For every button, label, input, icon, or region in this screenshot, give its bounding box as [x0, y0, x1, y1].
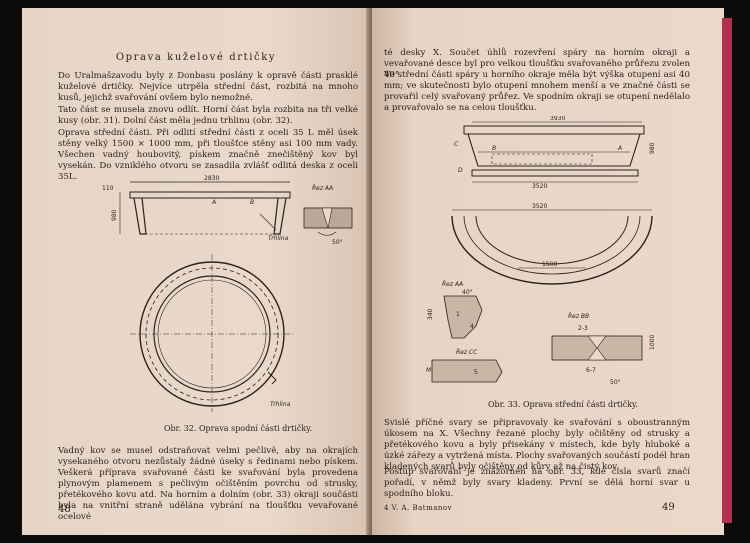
weld-5: 5 — [474, 369, 478, 376]
figure-caption-right: Obr. 33. Oprava střední části drtičky. — [488, 400, 639, 409]
right-paragraph-3: Svislé příčné svary se připravovaly ke s… — [384, 418, 690, 472]
page-number: 48 — [58, 504, 71, 515]
section-aa: Řez AA 50° — [303, 184, 353, 246]
label-b: B — [250, 199, 254, 206]
section-bb-label: Řez BB — [568, 312, 589, 320]
dim-height: 980 — [111, 209, 118, 221]
left-paragraph-2: Tato část se musela znovu odlít. Horní č… — [58, 105, 358, 126]
dim-small: 110 — [102, 185, 114, 192]
right-paragraph-2: Ve střední části spáry u horního okraje … — [384, 70, 690, 113]
figure-32-section: 2830 980 110 A B Trhlina — [102, 175, 291, 242]
left-paragraph-4: Vadný kov se musel odstraňovat velmi peč… — [58, 446, 358, 522]
label-c: C — [454, 141, 459, 148]
label-a-top: A — [617, 145, 622, 152]
crack-label: Trhlina — [268, 235, 289, 242]
left-paragraph-3: Oprava střední části. Při odlití střední… — [58, 128, 358, 182]
figure-32: 2830 980 110 A B Trhlina Řez AA 50° — [102, 175, 353, 412]
dim-height-right: 980 — [649, 142, 656, 154]
dim-mid2: 3520 — [532, 203, 547, 210]
figure-32-ring: Trhlina — [130, 254, 294, 412]
label-m: M — [426, 367, 432, 374]
figure-33-section-bb: Řez BB 2-3 6-7 1000 50° — [551, 312, 656, 386]
dim-1500: 1500 — [542, 261, 557, 268]
page-number-right: 49 — [662, 502, 675, 513]
label-b-top: B — [492, 145, 496, 152]
figure-33-section-aa: Řez AA 40° 340 1 4 — [427, 280, 483, 339]
dim-width: 2830 — [204, 175, 219, 182]
weld-2-3: 2-3 — [578, 325, 588, 332]
left-page: Oprava kuželové drtičky Do Uralmašzavodu… — [22, 8, 370, 535]
right-page: té desky X. Součet úhlů rozevření spáry … — [372, 8, 724, 535]
running-head: 4 V. A. Batmanov — [384, 504, 453, 512]
dim-mid: 3520 — [532, 183, 547, 190]
dim-small-right: 340 — [427, 308, 434, 320]
right-paragraph-4: Postup svařování je znázorněn na obr. 33… — [384, 467, 690, 499]
dim-1000: 1000 — [649, 335, 656, 350]
section-cc-label: Řez CC — [456, 348, 478, 356]
right-paragraph-1: té desky X. Součet úhlů rozevření spáry … — [384, 48, 690, 80]
angle-50: 50° — [610, 379, 621, 386]
figure-33-arc: 3520 1500 — [451, 203, 653, 285]
section-aa-title: Řez AA — [312, 184, 333, 192]
crack-label-2: Trhlina — [270, 401, 291, 408]
weld-6-7: 6-7 — [586, 367, 596, 374]
figure-caption: Obr. 32. Oprava spodní části drtičky. — [164, 424, 313, 433]
bookmark-tab — [722, 18, 732, 523]
figure-33: 3930 3520 C D B A 980 3520 1500 Řez AA — [426, 116, 656, 386]
label-d: D — [458, 167, 463, 174]
page-title: Oprava kuželové drtičky — [115, 52, 277, 63]
angle-40: 40° — [462, 289, 473, 296]
dim-top: 3930 — [550, 116, 565, 122]
weld-1: 1 — [456, 311, 460, 318]
section-aa-label: Řez AA — [442, 280, 463, 288]
book-gutter — [366, 8, 376, 535]
angle-label: 50° — [332, 239, 343, 246]
figure-33-section-cc: Řez CC M 5 — [426, 348, 503, 383]
weld-4: 4 — [470, 323, 474, 330]
label-a: A — [211, 199, 216, 206]
figure-33-section: 3930 3520 C D B A 980 — [454, 116, 656, 190]
left-paragraph-1: Do Uralmašzavodu byly z Donbasu poslány … — [58, 71, 358, 103]
